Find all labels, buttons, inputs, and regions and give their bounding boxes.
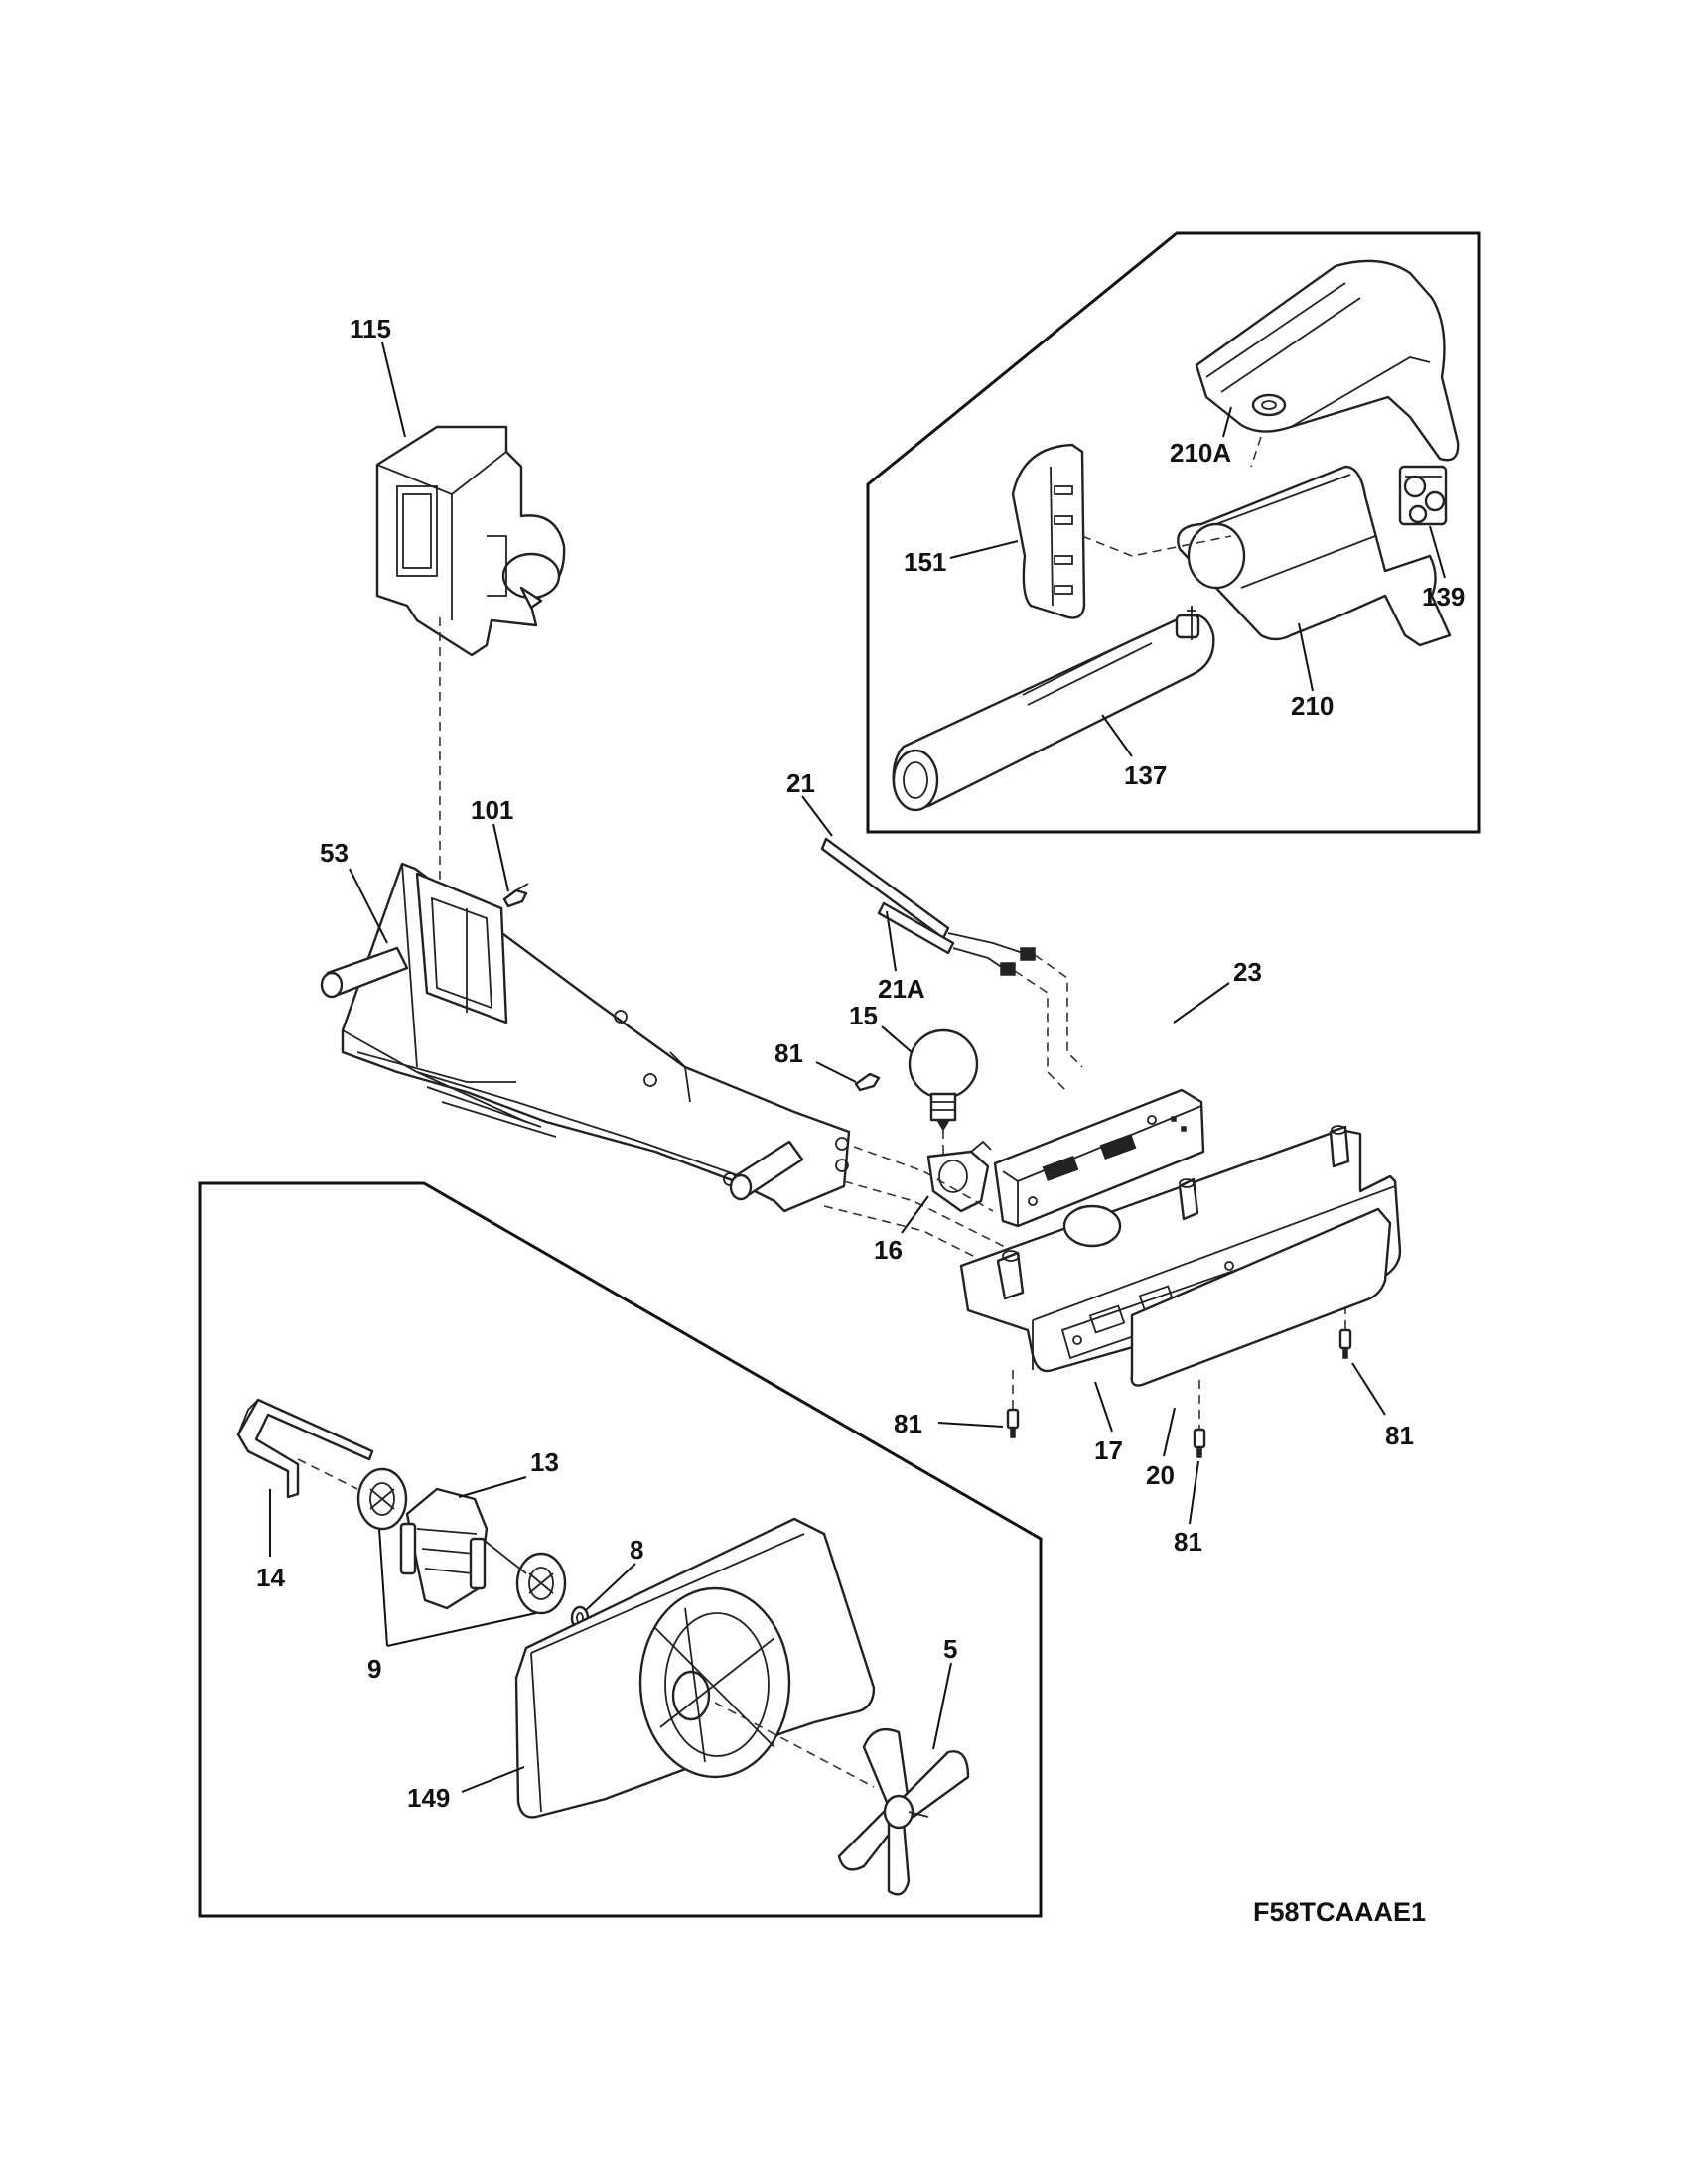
part-20-trim-strip (1130, 1207, 1392, 1387)
callout-21: 21 (786, 768, 815, 798)
part-16-lamp-socket (926, 1140, 992, 1213)
leader-8 (585, 1563, 636, 1611)
callout-5: 5 (943, 1634, 957, 1664)
callout-210a: 210A (1170, 438, 1231, 468)
leader-15 (881, 1025, 913, 1053)
assembly-guide-210a-210 (1250, 436, 1262, 468)
part-210-filter-housing (1177, 465, 1452, 647)
callout-16: 16 (874, 1235, 903, 1265)
assembly-guide-53-17-c (823, 1205, 1004, 1272)
diagram-code: F58TCAAAE1 (1253, 1897, 1426, 1927)
leader-20 (1163, 1407, 1176, 1457)
leader-101 (492, 823, 509, 892)
leader-81-upper (815, 1061, 857, 1083)
part-115-actuator (375, 425, 566, 657)
assembly-guide-53-17-a (853, 1146, 994, 1212)
callout-14: 14 (256, 1563, 285, 1592)
leader-53 (349, 868, 388, 944)
callout-8: 8 (630, 1535, 643, 1565)
callout-53: 53 (320, 838, 349, 868)
leader-17 (1094, 1381, 1113, 1433)
leader-21 (801, 795, 833, 837)
leader-115 (381, 341, 406, 438)
part-14-bracket (236, 1398, 374, 1499)
leader-210a (1222, 406, 1232, 438)
leader-9-b (386, 1612, 537, 1647)
leader-13 (458, 1476, 527, 1498)
part-81-screw-left (1006, 1408, 1020, 1438)
callout-labels: 115 101 53 21 21A 15 23 81 16 17 20 81 8… (256, 314, 1465, 1927)
part-15-light-bulb (908, 1028, 979, 1132)
leader-81-right (1351, 1362, 1386, 1416)
part-81-screw-right (1338, 1328, 1352, 1359)
assembly-guide-21a-23 (1014, 970, 1068, 1093)
callout-101: 101 (471, 795, 513, 825)
callout-151: 151 (904, 547, 946, 577)
callout-81-upper: 81 (774, 1038, 803, 1068)
part-21a-wire-harness (877, 901, 1016, 976)
leader-16 (901, 1195, 929, 1234)
callout-81-right: 81 (1385, 1421, 1414, 1450)
assembly-guide-151-210 (1081, 535, 1232, 557)
callout-149: 149 (407, 1783, 450, 1813)
part-139-valve (1398, 465, 1448, 526)
leader-5 (932, 1662, 952, 1750)
callout-115: 115 (350, 314, 391, 343)
callout-81-left: 81 (894, 1409, 922, 1438)
leader-lines (269, 341, 1446, 1793)
part-23-control-board (993, 1088, 1205, 1228)
part-151-cover-plate (1011, 443, 1086, 619)
callout-15: 15 (849, 1001, 878, 1030)
part-81-screw-bottom (1193, 1428, 1206, 1458)
callout-23: 23 (1233, 957, 1262, 987)
part-149-fan-shroud (514, 1517, 876, 1819)
callout-17: 17 (1094, 1435, 1123, 1465)
assembly-guide-14-9 (297, 1458, 358, 1490)
leader-149 (461, 1766, 525, 1793)
part-210a-filter-head-cover (1195, 259, 1460, 462)
assembly-guide-149-5 (714, 1702, 875, 1788)
part-101-screw (502, 883, 529, 908)
callout-9: 9 (367, 1654, 381, 1684)
leader-81-bottom (1189, 1460, 1199, 1525)
leader-23 (1173, 982, 1230, 1024)
callout-81-bottom: 81 (1174, 1527, 1202, 1557)
fan-motor-inset (198, 1181, 1043, 1918)
part-17-dispenser-console (959, 1125, 1402, 1373)
callout-137: 137 (1124, 760, 1167, 790)
part-53-housing (320, 862, 851, 1213)
leader-139 (1429, 525, 1446, 579)
leader-21a (886, 910, 897, 972)
water-filter-inset (866, 231, 1481, 834)
leader-81-left (937, 1422, 1004, 1428)
part-137-filter-cartridge (892, 606, 1215, 812)
filter-inset-frame (866, 231, 1481, 834)
callout-139: 139 (1422, 582, 1465, 612)
part-5-fan-blade (837, 1727, 970, 1896)
assembly-guide-21-23 (1034, 954, 1083, 1068)
callout-210: 210 (1291, 691, 1334, 721)
callout-20: 20 (1146, 1460, 1175, 1490)
leader-210 (1298, 622, 1314, 692)
fan-inset-frame (198, 1181, 1043, 1918)
callout-21a: 21A (878, 974, 925, 1004)
part-9-mount-rear (356, 1467, 408, 1531)
leader-9-a (378, 1528, 388, 1647)
leader-151 (949, 540, 1019, 559)
part-13-fan-motor (399, 1487, 527, 1610)
leader-137 (1101, 714, 1133, 757)
assembly-guide-53-17-b (843, 1180, 1014, 1252)
callout-13: 13 (530, 1447, 559, 1477)
part-81-screw-upper (854, 1072, 881, 1092)
part-9-mount-front (515, 1552, 567, 1615)
